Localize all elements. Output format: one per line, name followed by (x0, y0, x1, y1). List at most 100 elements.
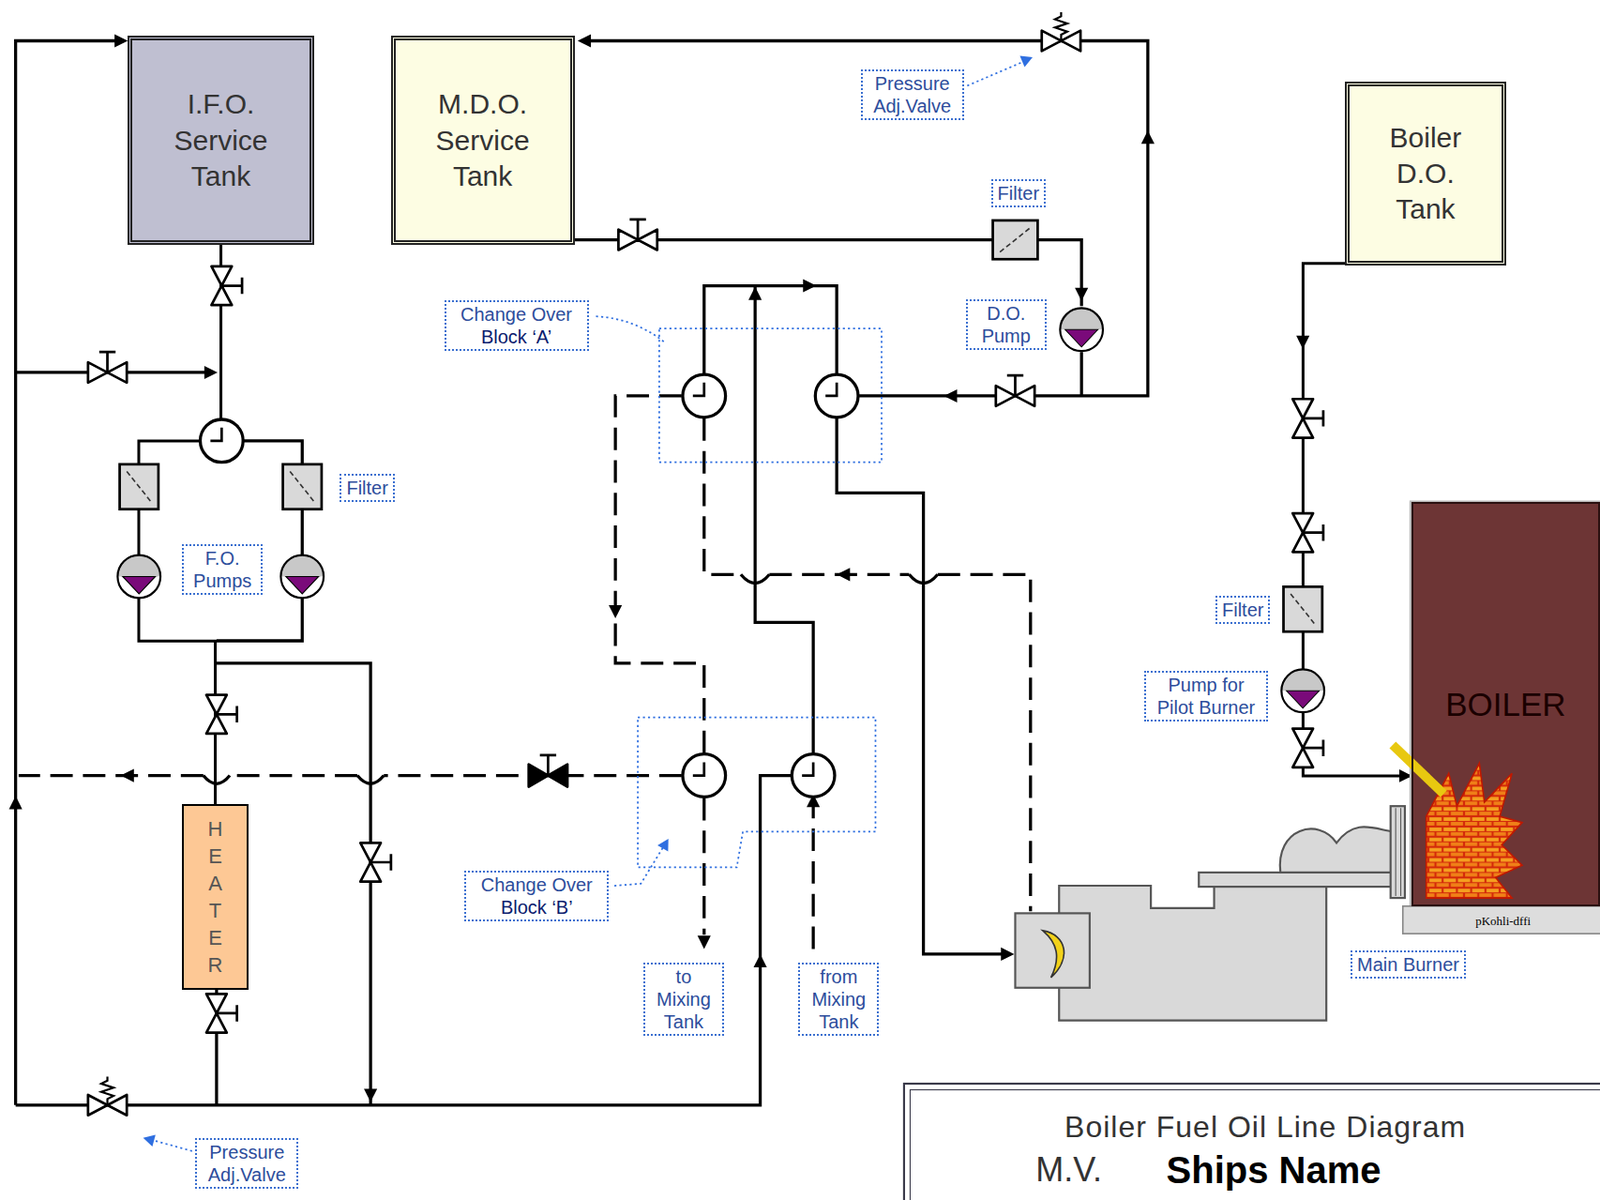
valve-symbol (528, 754, 568, 787)
service-tank: I.F.O. Service Tank (127, 35, 315, 245)
pump-symbol (280, 555, 324, 599)
boiler-body (1410, 501, 1600, 906)
title-frame (909, 1089, 1600, 1200)
pipe-dashed (702, 797, 706, 935)
pipe-solid (1080, 351, 1084, 396)
burner-flame (1426, 763, 1523, 899)
title-frame (904, 1083, 1600, 1200)
flow-arrow (1074, 287, 1088, 302)
flow-arrow (697, 935, 711, 949)
pipe-dashed (937, 573, 1031, 911)
boiler: BOILER (1411, 501, 1600, 906)
valve-symbol (996, 375, 1035, 407)
callout-text: Filter (1222, 598, 1264, 621)
pipe-crossover (908, 573, 937, 583)
pipe-crossover (203, 573, 938, 784)
block-name: Block ‘A’ (451, 325, 583, 348)
watermark: pKohli-dffi (1475, 913, 1531, 929)
callout-text: Filter (997, 181, 1040, 205)
pipe-crossover (203, 775, 230, 785)
valve-symbol (211, 266, 242, 305)
flow-arrow (1296, 335, 1310, 349)
valve-symbol (88, 1075, 127, 1115)
changeover-cock (791, 754, 835, 798)
valve-symbol (88, 351, 127, 383)
callout-leader (637, 717, 876, 868)
filter-symbol (1283, 586, 1323, 632)
callout-text: Pump for Pilot Burner (1150, 673, 1262, 719)
callout-box: F.O. Pumps (181, 543, 263, 595)
filter-symbol (993, 220, 1039, 259)
callout-box: Filter (991, 179, 1046, 208)
title-text: Boiler Fuel Oil Line Diagram (1064, 1108, 1466, 1145)
callout-text: to Mixing Tank (649, 965, 718, 1033)
ship-prefix: M.V. (1035, 1148, 1102, 1190)
main-burner (1058, 885, 1327, 1021)
flow-arrow (9, 795, 23, 809)
pipe-solid (581, 41, 1148, 396)
callout-text: from Mixing Tank (804, 965, 873, 1033)
filter-symbol (120, 220, 1323, 632)
ship-name: Ships Name (1166, 1147, 1382, 1193)
callout-box: to Mixing Tank (643, 962, 725, 1036)
flow-arrow (802, 278, 816, 292)
callout-leader (966, 60, 1025, 86)
valve-symbol (360, 842, 392, 881)
main-burner (1280, 826, 1393, 873)
callout-text: Filter (346, 476, 388, 499)
title-frame (904, 1083, 1600, 1200)
flow-arrow (120, 768, 135, 782)
pump-symbol (1281, 668, 1325, 712)
changeover-cock (200, 374, 859, 797)
callout-box: Main Burner (1350, 950, 1466, 979)
main-burner (1198, 872, 1393, 887)
pipe-crossover (357, 775, 384, 785)
diagram-title: Boiler Fuel Oil Line Diagram (1064, 1108, 1466, 1145)
callout-box: D.O. Pump (966, 299, 1047, 350)
callout-box: Filter (339, 473, 394, 502)
flow-arrow (1000, 947, 1014, 961)
callout-leader (595, 316, 665, 343)
changeover-cock (682, 754, 726, 798)
valve-symbol (206, 993, 238, 1032)
callout-leader (150, 1139, 193, 1151)
flow-arrow (748, 286, 762, 301)
main-burner (1014, 912, 1089, 987)
flow-arrow (114, 33, 128, 47)
filter-symbol (283, 464, 322, 510)
heater: HEATER (181, 803, 250, 990)
pump-symbol (117, 555, 161, 599)
valve-symbol (1292, 398, 1324, 438)
pipe-dashed (229, 773, 358, 777)
pump-symbol (1059, 307, 1103, 351)
block-name: Block ‘B’ (470, 895, 603, 919)
changeover-cock (200, 419, 244, 463)
service-tank: Boiler D.O. Tank (1344, 81, 1507, 266)
callout-box: Filter (1215, 595, 1270, 624)
fuel-pipe (138, 244, 222, 804)
node-text: HEATER (205, 815, 227, 979)
filter-symbol (120, 464, 159, 510)
valve-symbol (1292, 728, 1324, 768)
pipe-dashed (18, 395, 1031, 949)
pipe-solid (704, 286, 837, 375)
flow-arrow (577, 33, 591, 47)
callout-box: Change OverBlock ‘B’ (464, 870, 609, 921)
boiler-body (1403, 905, 1600, 934)
callout-text: F.O. Pumps (188, 546, 257, 592)
callout-text: Pressure Adj.Valve (201, 1140, 292, 1186)
callout-text: Ships Name (1166, 1147, 1382, 1193)
service-tank: M.D.O. Service Tank (391, 35, 575, 245)
pipe-dashed (615, 395, 705, 754)
callout-box: Change OverBlock ‘A’ (444, 300, 589, 351)
valve-symbol (618, 219, 657, 251)
callout-text: Change Over (451, 302, 583, 326)
pipe-dashed (812, 805, 816, 949)
pipe-solid (15, 41, 123, 1105)
callout-box: Pressure Adj.Valve (860, 69, 965, 121)
main-burner (1395, 807, 1401, 896)
flow-arrow (1141, 130, 1155, 144)
node-text: M.D.O. Service Tank (417, 86, 549, 194)
pump-symbol (117, 307, 1325, 712)
